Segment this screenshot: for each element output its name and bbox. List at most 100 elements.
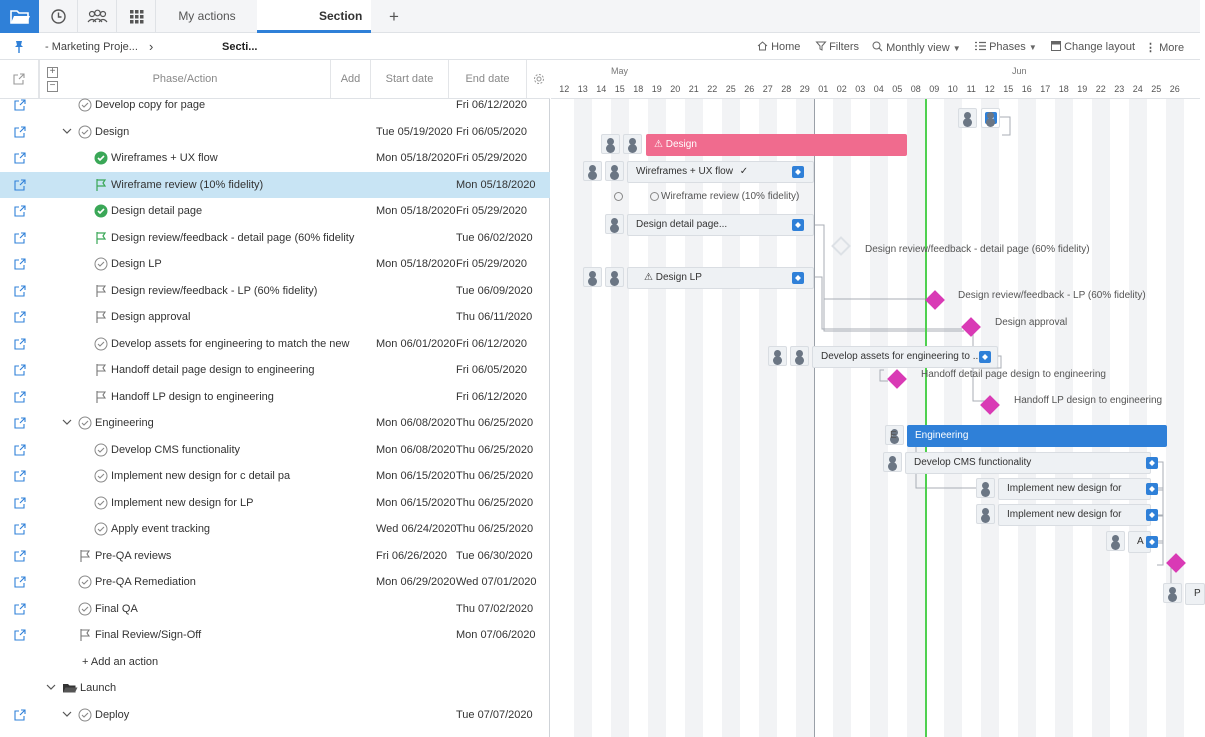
milestone-flag-icon[interactable] bbox=[78, 628, 92, 642]
row-start-date[interactable]: Mon 06/29/2020 bbox=[376, 576, 456, 588]
phases-select[interactable]: Phases ▼ bbox=[975, 41, 1037, 53]
assignee-avatar[interactable] bbox=[601, 134, 620, 154]
tab-my-actions[interactable]: My actions bbox=[178, 9, 236, 23]
row-end-date[interactable]: Fri 06/12/2020 bbox=[456, 337, 527, 350]
milestone-flag-icon[interactable] bbox=[94, 284, 108, 298]
row-start-date[interactable]: Mon 05/18/2020 bbox=[376, 205, 456, 217]
assignee-avatar[interactable] bbox=[976, 478, 995, 498]
external-link-icon[interactable] bbox=[14, 417, 26, 429]
external-link-icon[interactable] bbox=[14, 470, 26, 482]
row-end-date[interactable]: Fri 05/29/2020 bbox=[456, 152, 527, 164]
complete-check-icon[interactable] bbox=[94, 204, 108, 218]
row-end-date[interactable]: Mon 07/06/2020 bbox=[456, 629, 536, 641]
circle-check-icon[interactable] bbox=[94, 337, 108, 351]
row-start-date[interactable]: Mon 05/18/2020 bbox=[376, 258, 456, 270]
action-menu-icon[interactable] bbox=[792, 219, 804, 231]
circle-check-icon[interactable] bbox=[94, 496, 108, 510]
row-end-date[interactable]: Fri 05/29/2020 bbox=[456, 205, 527, 217]
external-link-icon[interactable] bbox=[14, 178, 26, 191]
engineering-phase-bar[interactable]: Engineering bbox=[907, 425, 1167, 447]
external-link-icon[interactable] bbox=[14, 602, 26, 615]
milestone-flag-icon[interactable] bbox=[94, 178, 108, 192]
milestone-flag-icon[interactable] bbox=[78, 549, 92, 563]
wireframes-bar[interactable]: Wireframes + UX flow ✓ bbox=[627, 161, 814, 183]
external-link-icon[interactable] bbox=[14, 258, 26, 270]
breadcrumb-project[interactable]: - Marketing Proje... bbox=[45, 41, 138, 53]
design-lp-bar[interactable]: ⚠ Design LP bbox=[627, 267, 814, 289]
row-end-date[interactable]: Tue 06/30/2020 bbox=[456, 549, 533, 562]
row-end-date[interactable]: Thu 06/25/2020 bbox=[456, 417, 534, 429]
view-select[interactable]: Monthly view ▼ bbox=[872, 41, 961, 54]
external-link-icon[interactable] bbox=[14, 443, 26, 456]
circle-check-icon[interactable] bbox=[78, 125, 92, 139]
action-menu-icon[interactable] bbox=[1146, 536, 1158, 548]
circle-check-icon[interactable] bbox=[78, 708, 92, 722]
external-link-icon[interactable] bbox=[14, 125, 26, 138]
action-menu-icon[interactable] bbox=[979, 351, 991, 363]
assignee-avatar[interactable] bbox=[605, 161, 624, 181]
assignee-avatar[interactable] bbox=[583, 161, 602, 181]
cms-bar[interactable]: Develop CMS functionality bbox=[905, 452, 1151, 474]
row-end-date[interactable]: Fri 06/05/2020 bbox=[456, 125, 527, 138]
external-link-icon[interactable] bbox=[14, 496, 26, 509]
column-settings[interactable] bbox=[527, 60, 550, 98]
external-link-icon[interactable] bbox=[14, 337, 26, 350]
filters-button[interactable]: Filters bbox=[815, 41, 859, 53]
impl-lp-bar[interactable]: Implement new design for bbox=[998, 504, 1151, 526]
assignee-avatar[interactable] bbox=[958, 108, 977, 128]
assignee-avatar[interactable] bbox=[623, 134, 642, 154]
folder-open-icon[interactable] bbox=[62, 681, 78, 695]
table-row[interactable]: Launch bbox=[0, 675, 550, 702]
row-end-date[interactable]: Wed 07/01/2020 bbox=[456, 576, 537, 588]
circle-check-icon[interactable] bbox=[78, 575, 92, 589]
row-end-date[interactable]: Tue 07/07/2020 bbox=[456, 708, 533, 721]
table-row[interactable]: Develop assets for engineering to match … bbox=[0, 331, 550, 358]
row-end-date[interactable]: Thu 07/02/2020 bbox=[456, 602, 534, 615]
row-start-date[interactable]: Fri 06/26/2020 bbox=[376, 549, 447, 562]
row-end-date[interactable]: Fri 06/05/2020 bbox=[456, 364, 527, 376]
row-end-date[interactable]: Fri 06/12/2020 bbox=[456, 390, 527, 403]
action-menu-icon[interactable] bbox=[1146, 483, 1158, 495]
circle-check-icon[interactable] bbox=[94, 257, 108, 271]
design-phase-bar[interactable]: ⚠ Design bbox=[646, 134, 907, 156]
impl-detail-bar[interactable]: Implement new design for bbox=[998, 478, 1151, 500]
milestone-flag-icon[interactable] bbox=[94, 231, 108, 245]
circle-check-icon[interactable] bbox=[94, 443, 108, 457]
row-end-date[interactable]: Thu 06/25/2020 bbox=[456, 496, 534, 509]
external-link-icon[interactable] bbox=[14, 364, 26, 376]
assignee-avatar[interactable] bbox=[1106, 531, 1125, 551]
table-row[interactable]: Wireframe review (10% fidelity)Mon 05/18… bbox=[0, 171, 550, 198]
action-menu-icon[interactable] bbox=[1146, 457, 1158, 469]
change-layout-button[interactable]: Change layout bbox=[1051, 41, 1135, 53]
radio-circle-icon[interactable] bbox=[650, 192, 659, 201]
add-tab-button[interactable]: + bbox=[389, 7, 399, 26]
row-end-date[interactable]: Tue 06/02/2020 bbox=[456, 231, 533, 244]
chevron-down-icon[interactable] bbox=[61, 708, 73, 720]
assignee-avatar[interactable] bbox=[976, 504, 995, 524]
external-link-icon[interactable] bbox=[14, 390, 26, 403]
row-start-date[interactable]: Mon 06/01/2020 bbox=[376, 337, 456, 350]
circle-check-icon[interactable] bbox=[78, 98, 92, 112]
row-start-date[interactable]: Wed 06/24/2020 bbox=[376, 523, 457, 535]
external-link-icon[interactable] bbox=[14, 231, 26, 244]
external-link-icon[interactable] bbox=[14, 205, 26, 217]
more-button[interactable]: ⋮ More bbox=[1145, 41, 1184, 54]
assignee-avatar[interactable] bbox=[1163, 583, 1182, 603]
chevron-down-icon[interactable] bbox=[61, 416, 73, 428]
circle-check-icon[interactable] bbox=[78, 416, 92, 430]
row-end-date[interactable]: Thu 06/11/2020 bbox=[456, 311, 533, 323]
row-end-date[interactable]: Tue 06/09/2020 bbox=[456, 284, 533, 297]
circle-check-icon[interactable] bbox=[94, 522, 108, 536]
circle-check-icon[interactable] bbox=[78, 602, 92, 616]
recent-button[interactable] bbox=[39, 0, 78, 33]
assignee-avatar[interactable] bbox=[790, 346, 809, 366]
